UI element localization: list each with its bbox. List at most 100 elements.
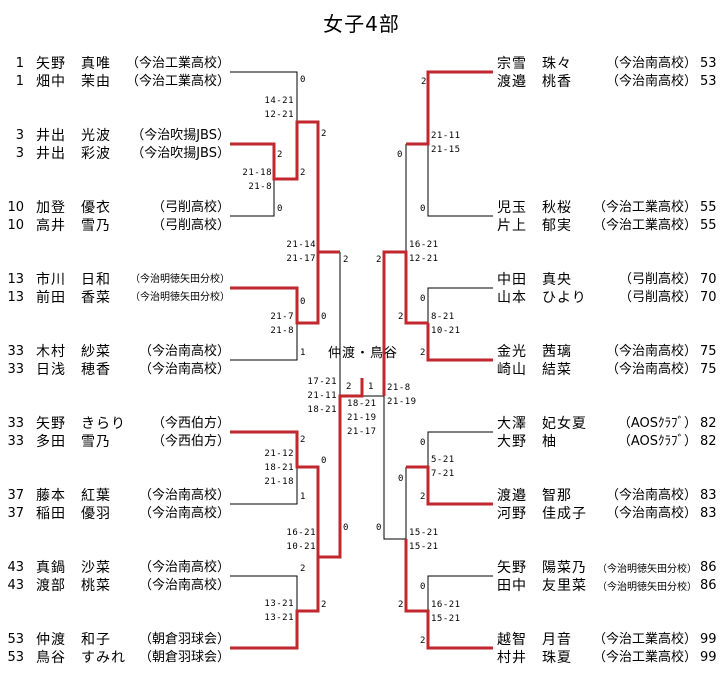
- entry-seed: 53: [7, 650, 24, 665]
- entry-seed: 82: [700, 416, 717, 431]
- club-name: （弓削高校）: [151, 218, 230, 233]
- games-won: 2: [300, 168, 306, 178]
- bracket-line: [230, 467, 298, 505]
- entry-seed: 13: [7, 290, 24, 305]
- entry-seed: 83: [700, 488, 717, 503]
- bracket-line: [427, 431, 493, 467]
- entry-seed: 10: [7, 200, 24, 215]
- match-score: 7-21: [431, 469, 455, 479]
- entry-seed: 53: [700, 56, 717, 71]
- player-name: 木村 紗菜: [36, 344, 111, 360]
- entry-seed: 70: [700, 290, 717, 305]
- club-name: （AOSｸﾗﾌﾞ）: [617, 434, 697, 449]
- match-score: 21-11: [307, 391, 337, 401]
- games-won: 2: [398, 312, 404, 322]
- entry-seed: 3: [15, 146, 24, 161]
- player-name: 藤本 紅葉: [36, 488, 111, 504]
- club-name: （今治南高校）: [605, 506, 697, 521]
- player-name: 田中 友里菜: [497, 578, 587, 594]
- games-won: 1: [300, 492, 306, 502]
- player-name: 畑中 茉由: [36, 74, 111, 90]
- match-score: 18-21: [264, 463, 294, 473]
- club-name: （今治南高校）: [138, 488, 230, 503]
- entry-seed: 33: [7, 434, 24, 449]
- games-won: 0: [397, 150, 403, 160]
- match-score: 17-21: [307, 377, 337, 387]
- player-name: 矢野 きらり: [36, 416, 126, 432]
- club-name: （今治南高校）: [138, 362, 230, 377]
- match-score: 21-19: [347, 413, 377, 423]
- entry-seed: 37: [7, 488, 24, 503]
- player-name: 高井 雪乃: [36, 218, 111, 234]
- games-won: 2: [420, 348, 426, 358]
- match-score: 13-21: [264, 599, 294, 609]
- entry-seed: 55: [700, 200, 717, 215]
- bracket-line-winner: [406, 465, 493, 506]
- entry-seed: 53: [7, 632, 24, 647]
- entry-seed: 33: [7, 344, 24, 359]
- games-won: 2: [321, 129, 327, 139]
- club-name: （今治南高校）: [138, 506, 230, 521]
- player-name: 崎山 結菜: [497, 362, 572, 378]
- entry-seed: 99: [700, 650, 717, 665]
- bracket-line-winner: [230, 252, 320, 325]
- bracket-line-winner: [230, 378, 364, 650]
- match-score: 14-21: [264, 96, 294, 106]
- player-name: 多田 雪乃: [36, 434, 111, 450]
- entry-seed: 1: [15, 56, 24, 71]
- player-name: 前田 香菜: [36, 290, 111, 306]
- match-score: 18-21: [347, 399, 377, 409]
- match-score: 18-21: [307, 405, 337, 415]
- games-won: 2: [420, 636, 426, 646]
- club-name: （今治工業高校）: [592, 218, 697, 233]
- player-name: 矢野 真唯: [36, 56, 111, 72]
- bracket-line: [427, 575, 493, 611]
- games-won: 0: [376, 523, 382, 533]
- match-score: 21-8: [270, 326, 294, 336]
- club-name: （弓削高校）: [618, 290, 697, 305]
- champion-label: 仲渡・鳥谷: [328, 346, 399, 361]
- match-score: 15-21: [409, 528, 439, 538]
- match-score: 21-18: [242, 168, 272, 178]
- match-score: 15-21: [431, 614, 461, 624]
- match-score: 16-21: [409, 240, 439, 250]
- club-name: （今西伯方）: [151, 434, 230, 449]
- games-won: 2: [300, 564, 306, 574]
- player-name: 大澤 妃女夏: [497, 416, 587, 432]
- games-won: 2: [300, 435, 306, 445]
- bracket-line: [383, 396, 407, 540]
- games-won: 2: [376, 255, 382, 265]
- club-name: （弓削高校）: [618, 272, 697, 287]
- games-won: 0: [343, 523, 349, 533]
- player-name: 越智 月音: [497, 632, 572, 648]
- bracket-line: [230, 71, 298, 122]
- match-score: 10-21: [286, 542, 316, 552]
- bracket-line-winner: [230, 120, 340, 254]
- player-name: 矢野 陽菜乃: [497, 560, 587, 576]
- club-name: （弓削高校）: [151, 200, 230, 215]
- entry-seed: 10: [7, 218, 24, 233]
- games-won: 2: [398, 600, 404, 610]
- club-name: （今治南高校）: [138, 344, 230, 359]
- club-name: （AOSｸﾗﾌﾞ）: [617, 416, 697, 431]
- games-won: 2: [321, 600, 327, 610]
- player-name: 井出 光波: [36, 128, 111, 144]
- match-score: 21-18: [264, 477, 294, 487]
- bracket-line-winner: [230, 430, 320, 557]
- match-score: 21-7: [270, 312, 294, 322]
- bracket-line-winner: [404, 539, 493, 650]
- club-name: （今治明徳矢田分校）: [597, 582, 697, 593]
- club-name: （朝倉羽球会）: [138, 650, 230, 665]
- player-name: 日浅 穂香: [36, 362, 111, 378]
- club-name: （今治南高校）: [605, 344, 697, 359]
- bracket-line: [230, 575, 298, 611]
- player-name: 渡部 桃菜: [36, 578, 111, 594]
- player-name: 渡邉 桃香: [497, 74, 572, 90]
- games-won: 0: [300, 297, 306, 307]
- match-score: 21-14: [286, 240, 316, 250]
- games-won: 0: [300, 75, 306, 85]
- club-name: （今西伯方）: [151, 416, 230, 431]
- entry-seed: 75: [700, 362, 717, 377]
- club-name: （今治吹揚JBS）: [131, 146, 230, 161]
